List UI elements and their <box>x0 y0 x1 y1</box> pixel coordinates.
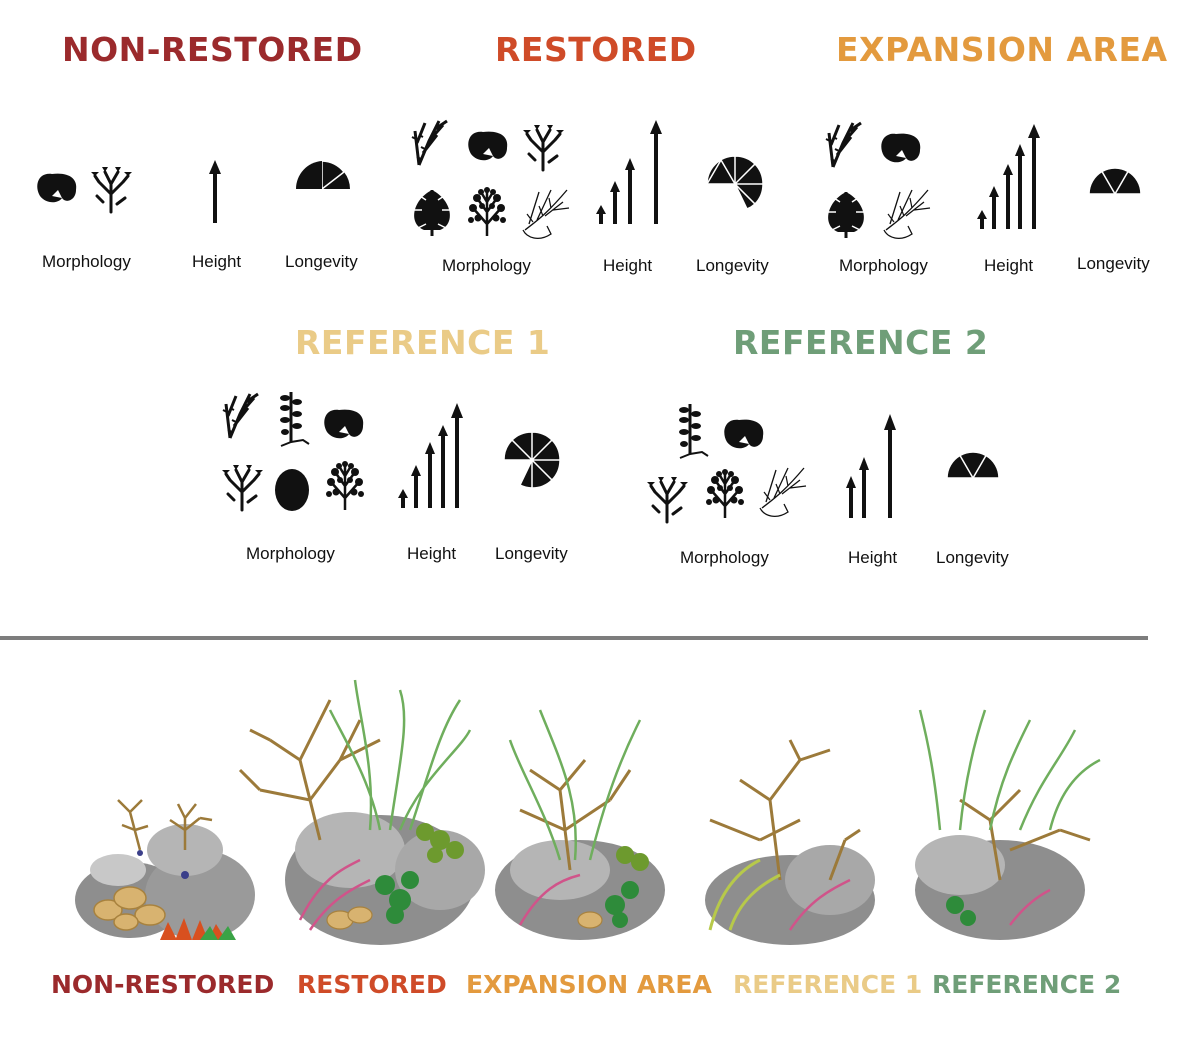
height-label: Height <box>984 256 1034 275</box>
longevity-pie-icon <box>503 431 561 489</box>
reef-illustration-expansion-area <box>495 709 665 940</box>
morphology-label: Morphology <box>680 548 769 567</box>
height-arrow-icon <box>209 160 221 223</box>
height-label: Height <box>407 544 457 563</box>
panel-title-non-restored: NON-RESTORED <box>62 30 363 69</box>
bottom-label-expansion-area: EXPANSION AREA <box>466 970 712 999</box>
height-arrows-icon <box>398 403 463 508</box>
longevity-label: Longevity <box>495 544 568 563</box>
panel-title-reference-1: REFERENCE 1 <box>295 323 551 362</box>
bottom-label-non-restored: NON-RESTORED <box>51 970 275 999</box>
longevity-label: Longevity <box>936 548 1009 567</box>
height-arrows-icon <box>596 120 662 224</box>
height-label: Height <box>848 548 898 567</box>
morphology-label: Morphology <box>42 252 131 271</box>
morphology-icons <box>410 119 570 240</box>
longevity-pie-icon <box>1088 167 1142 196</box>
longevity-label: Longevity <box>1077 254 1150 273</box>
height-label: Height <box>192 252 242 271</box>
longevity-pie-icon <box>706 155 764 210</box>
reef-illustration-restored <box>238 679 485 945</box>
bottom-label-reference-2: REFERENCE 2 <box>932 970 1122 999</box>
reef-illustration-non-restored <box>75 799 255 940</box>
height-arrows-icon <box>846 414 896 518</box>
longevity-label: Longevity <box>696 256 769 275</box>
panel-title-expansion-area: EXPANSION AREA <box>836 30 1168 69</box>
reef-illustration-reference-2 <box>915 709 1101 940</box>
section-divider <box>0 636 1148 640</box>
morphology-label: Morphology <box>442 256 531 275</box>
longevity-pie-icon <box>295 160 350 190</box>
height-label: Height <box>603 256 653 275</box>
panel-title-restored: RESTORED <box>495 30 697 69</box>
morphology-icons <box>220 390 366 512</box>
morphology-icons <box>824 121 931 240</box>
longevity-label: Longevity <box>285 252 358 271</box>
height-arrows-icon <box>977 124 1040 229</box>
panel-title-reference-2: REFERENCE 2 <box>733 323 989 362</box>
morphology-icons <box>645 402 807 524</box>
longevity-pie-icon <box>946 451 1000 480</box>
reef-illustration-reference-1 <box>705 739 875 945</box>
morphology-label: Morphology <box>839 256 928 275</box>
morphology-label: Morphology <box>246 544 335 563</box>
morphology-icons <box>37 165 134 214</box>
bottom-label-restored: RESTORED <box>297 970 447 999</box>
bottom-label-reference-1: REFERENCE 1 <box>733 970 923 999</box>
